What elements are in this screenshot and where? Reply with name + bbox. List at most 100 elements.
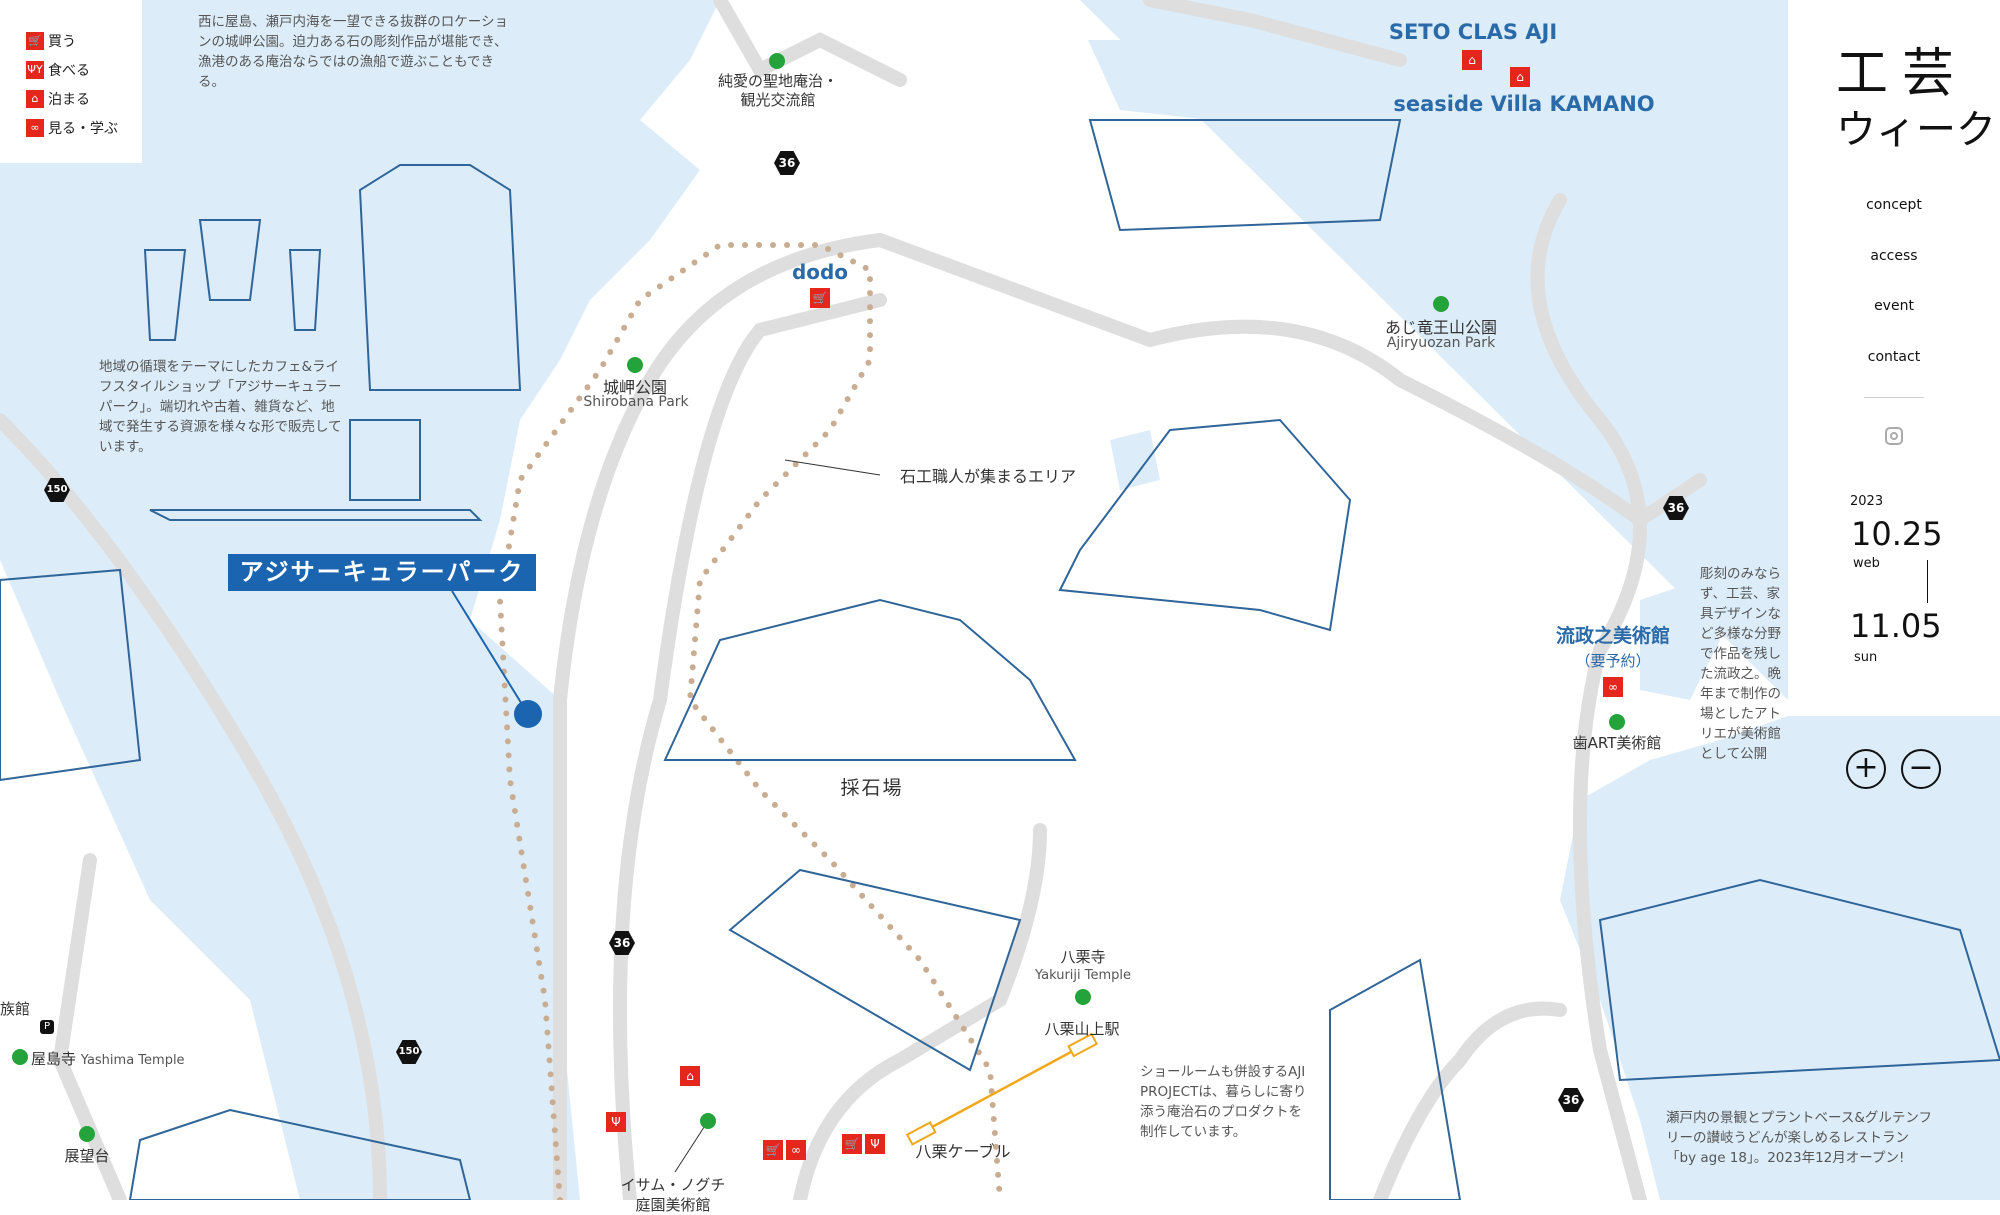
route-36-badge: 36 bbox=[1558, 1088, 1584, 1112]
nagare-museum-label[interactable]: 流政之美術館 bbox=[1555, 625, 1671, 647]
yashima-label[interactable]: 屋島寺 Yashima Temple bbox=[31, 1048, 185, 1069]
ha-art-label[interactable]: 歯ART美術館 bbox=[1572, 734, 1662, 752]
illustration-books bbox=[1329, 958, 1462, 1200]
nav-event[interactable]: event bbox=[1874, 298, 1914, 314]
yakuriji-en-label: Yakuriji Temple bbox=[1034, 968, 1132, 983]
legend-label: 食べる bbox=[48, 62, 90, 79]
cart-icon: 🛒 bbox=[26, 31, 44, 50]
fork-knife-icon[interactable]: Ψ bbox=[865, 1134, 885, 1154]
dodo-label[interactable]: dodo bbox=[791, 260, 849, 284]
noguchi-label[interactable]: イサム・ノグチ庭園美術館 bbox=[621, 1175, 726, 1215]
bed-icon[interactable]: ⌂ bbox=[1510, 67, 1530, 87]
shirobana-en-label: Shirobana Park bbox=[583, 394, 689, 410]
bed-icon[interactable]: ⌂ bbox=[1462, 50, 1482, 70]
park-marker[interactable] bbox=[79, 1126, 95, 1142]
end-day: sun bbox=[1854, 650, 1878, 665]
illustration-terrace bbox=[1088, 119, 1402, 232]
legend-label: 泊まる bbox=[48, 91, 90, 108]
ajiryuo-label[interactable]: あじ竜王山公園 bbox=[1384, 318, 1498, 337]
logo[interactable]: 工芸 ウィーク bbox=[1836, 46, 1996, 158]
parking-icon: P bbox=[40, 1020, 54, 1034]
logo-line2: ウィーク bbox=[1836, 107, 1996, 153]
yashima-en: Yashima Temple bbox=[80, 1053, 185, 1068]
date-range-line bbox=[1927, 560, 1928, 603]
noguchi-leader-line bbox=[674, 1120, 709, 1173]
shirobana-description: 西に屋島、瀬戸内海を一望できる抜群のロケーションの城岬公園。迫力ある石の彫刻作品… bbox=[198, 14, 508, 90]
zokukan-label: 族館 bbox=[0, 1000, 31, 1018]
cart-icon[interactable]: 🛒 bbox=[810, 288, 830, 308]
park-marker[interactable] bbox=[1609, 714, 1625, 730]
yakuriji-label[interactable]: 八栗寺 bbox=[1060, 948, 1106, 966]
saisekiba-label: 採石場 bbox=[840, 777, 904, 799]
eyes-icon[interactable]: ∞ bbox=[1603, 677, 1623, 697]
reservation-note: （要予約） bbox=[1575, 652, 1651, 670]
seto-clas-aji-label[interactable]: SETO CLAS AJI bbox=[1388, 20, 1558, 44]
ishiku-leader-line bbox=[784, 459, 881, 476]
roads bbox=[0, 0, 1707, 1200]
aji-circular-description: 地域の循環をテーマにしたカフェ&ライフスタイルショップ「アジサーキュラーパーク」… bbox=[99, 359, 342, 455]
park-marker[interactable] bbox=[12, 1049, 28, 1065]
kamano-label[interactable]: seaside Villa KAMANO bbox=[1393, 92, 1655, 116]
kankou-label[interactable]: 純愛の聖地庵治・観光交流館 bbox=[718, 72, 838, 110]
legend-item-stay[interactable]: ⌂泊まる bbox=[26, 84, 142, 113]
end-date: 11.05 bbox=[1850, 607, 1942, 645]
logo-line1: 工芸 bbox=[1836, 44, 1969, 104]
illustration-udon bbox=[728, 868, 1022, 1072]
tenbodai-label: 展望台 bbox=[64, 1147, 110, 1165]
park-marker[interactable] bbox=[700, 1113, 716, 1129]
illustration-house bbox=[128, 1108, 472, 1200]
zoom-in-button[interactable]: + bbox=[1846, 749, 1886, 789]
kankou-line1: 純愛の聖地庵治・ bbox=[717, 72, 839, 90]
route-150-badge: 150 bbox=[396, 1040, 422, 1064]
by-age-18-description: 瀬戸内の景観とプラントベース&グルテンフリーの讃岐うどんが楽しめるレストラン「b… bbox=[1666, 1110, 1932, 1166]
eyes-icon: ∞ bbox=[26, 118, 44, 137]
cable-station-bottom bbox=[905, 1121, 937, 1146]
legend-label: 買う bbox=[48, 33, 76, 50]
aji-circular-marker[interactable] bbox=[514, 700, 542, 728]
park-marker[interactable] bbox=[1075, 989, 1091, 1005]
eyes-icon[interactable]: ∞ bbox=[786, 1140, 806, 1160]
nav-concept[interactable]: concept bbox=[1866, 197, 1922, 213]
yashima-ja: 屋島寺 bbox=[31, 1050, 77, 1068]
start-day: web bbox=[1853, 556, 1880, 571]
park-marker[interactable] bbox=[627, 357, 643, 373]
illustration-yarn bbox=[143, 219, 322, 341]
illustration-runners bbox=[0, 568, 142, 782]
aji-circular-label[interactable]: アジサーキュラーパーク bbox=[228, 554, 536, 591]
park-marker[interactable] bbox=[769, 53, 785, 69]
side-panel: 工芸 ウィーク concept access event contact 202… bbox=[1788, 0, 2000, 716]
cable-station-top bbox=[1067, 1032, 1099, 1058]
cart-icon[interactable]: 🛒 bbox=[842, 1134, 862, 1154]
sanjo-station-label[interactable]: 八栗山上駅 bbox=[1044, 1020, 1120, 1038]
cable-label: 八栗ケーブル bbox=[915, 1142, 1011, 1161]
cart-icon[interactable]: 🛒 bbox=[763, 1140, 783, 1160]
illustration-shirt bbox=[358, 164, 522, 391]
kankou-line2: 観光交流館 bbox=[740, 91, 816, 109]
fork-knife-icon[interactable]: Ψ bbox=[606, 1112, 626, 1132]
illustration-quarry bbox=[663, 598, 1077, 761]
start-date: 10.25 bbox=[1851, 515, 1943, 553]
legend-item-buy[interactable]: 🛒買う bbox=[26, 26, 142, 55]
walking-route bbox=[496, 242, 1003, 1200]
aji-project-description: ショールームも併設するAJI PROJECTは、暮らしに寄り添う庵治石のプロダク… bbox=[1140, 1064, 1307, 1140]
noguchi-line2: 庭園美術館 bbox=[635, 1196, 711, 1214]
shirobana-label[interactable]: 城岬公園 bbox=[602, 378, 668, 397]
nagare-description: 彫刻のみならず、工芸、家具デザインなど多様な分野で作品を残した流政之。晩年まで制… bbox=[1700, 566, 1781, 762]
bed-icon[interactable]: ⌂ bbox=[680, 1066, 700, 1086]
year: 2023 bbox=[1850, 494, 1884, 509]
ishiku-area-label: 石工職人が集まるエリア bbox=[899, 467, 1077, 486]
instagram-icon[interactable] bbox=[1885, 427, 1903, 445]
ajiryuo-en-label: Ajiryuozan Park bbox=[1386, 335, 1496, 351]
zoom-out-button[interactable]: − bbox=[1901, 749, 1941, 789]
illustration-stonecarver bbox=[1058, 418, 1352, 632]
illustration-dishes bbox=[1598, 878, 2000, 1082]
nav-contact[interactable]: contact bbox=[1867, 349, 1921, 365]
legend-item-see[interactable]: ∞見る・学ぶ bbox=[26, 113, 142, 142]
route-150-badge: 150 bbox=[44, 478, 70, 502]
nav-access[interactable]: access bbox=[1870, 248, 1918, 264]
park-marker[interactable] bbox=[1433, 296, 1449, 312]
noguchi-line1: イサム・ノグチ bbox=[620, 1176, 726, 1194]
